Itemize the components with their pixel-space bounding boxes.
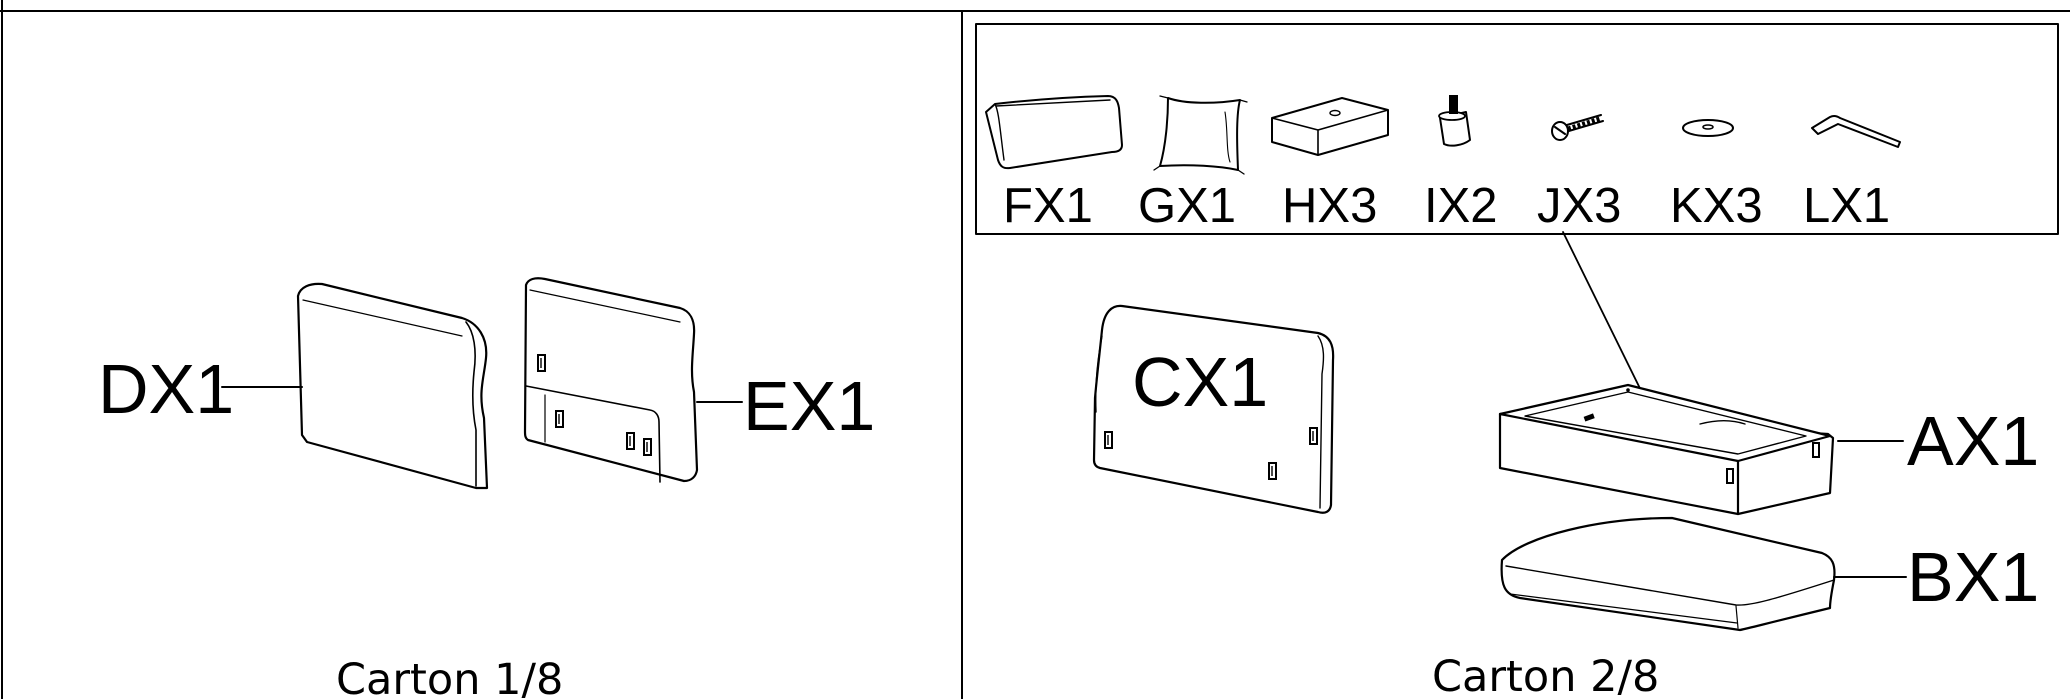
carton-2-panel: FX1 GX1 HX3 IX2 JX3 KX3 LX1 (975, 23, 2059, 699)
part-bx1-drawing (1500, 516, 1836, 632)
carton-1-caption: Carton 1/8 (336, 655, 563, 699)
part-hx3-drawing (1271, 97, 1389, 156)
hw-label-gx1: GX1 (1138, 179, 1236, 233)
hardware-box (975, 23, 2059, 235)
part-label-dx1: DX1 (98, 350, 234, 428)
hw-label-lx1: LX1 (1803, 179, 1890, 233)
part-cx1-drawing: CX1 (1092, 304, 1335, 514)
part-ax1-drawing (1498, 383, 1835, 516)
part-label-ax1: AX1 (1907, 402, 2039, 480)
part-kx3-drawing (1682, 119, 1734, 137)
part-dx1-drawing (296, 282, 489, 490)
part-label-ex1: EX1 (743, 367, 875, 445)
carton-2-caption: Carton 2/8 (1432, 652, 1659, 699)
part-fx1-drawing (985, 95, 1123, 170)
hw-label-jx3: JX3 (1537, 179, 1621, 233)
part-lx1-drawing (1811, 114, 1901, 148)
part-jx3-drawing (1551, 114, 1604, 141)
part-gx1-drawing (1153, 95, 1248, 175)
carton-1-panel: DX1 EX1 Carton 1/8 (98, 277, 875, 699)
part-label-bx1: BX1 (1907, 538, 2039, 616)
part-label-cx1: CX1 (1132, 343, 1268, 421)
part-ex1-drawing (523, 277, 699, 483)
hw-label-hx3: HX3 (1282, 179, 1377, 233)
part-ix2-drawing (1438, 95, 1471, 147)
hw-label-kx3: KX3 (1670, 179, 1763, 233)
hw-label-ix2: IX2 (1424, 179, 1498, 233)
hw-label-fx1: FX1 (1003, 179, 1093, 233)
